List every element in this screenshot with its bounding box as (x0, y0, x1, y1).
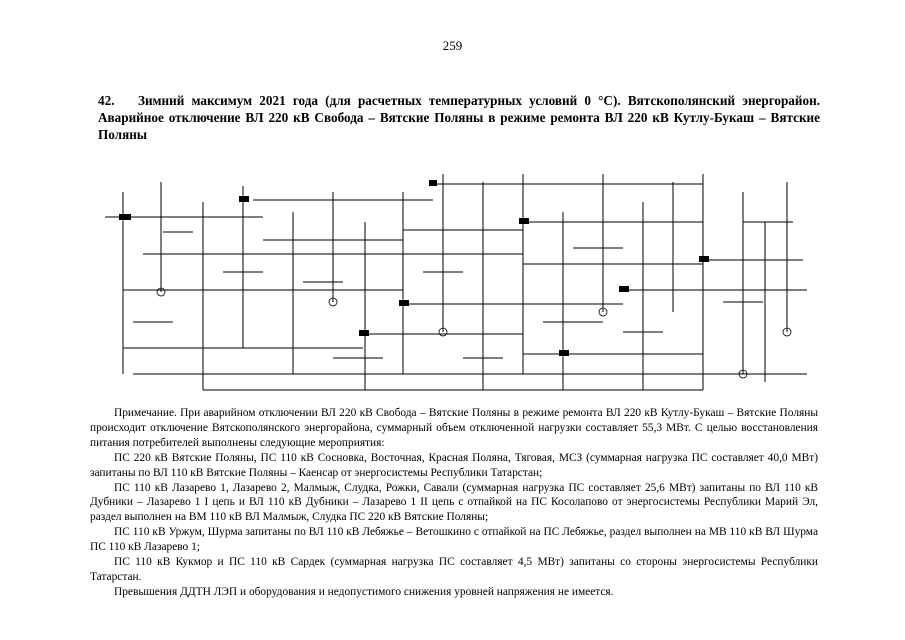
power-grid-schematic (105, 174, 807, 391)
page-number: 259 (442, 38, 463, 53)
note-paragraph: ПС 220 кВ Вятские Поляны, ПС 110 кВ Сосн… (90, 451, 818, 479)
note-paragraph: ПС 110 кВ Уржум, Шурма запитаны по ВЛ 11… (90, 526, 818, 554)
note-paragraph: Превышения ДДТН ЛЭП и оборудования и нед… (114, 585, 614, 598)
note-paragraph: ПС 110 кВ Кукмор и ПС 110 кВ Сардек (сум… (90, 556, 818, 583)
section-number: 42. (98, 93, 115, 108)
note-paragraph: ПС 110 кВ Лазарево 1, Лазарево 2, Малмыж… (90, 481, 818, 524)
note-paragraph: Примечание. При аварийном отключении ВЛ … (90, 407, 818, 449)
section-heading: 42.Зимний максимум 2021 года (для расчет… (98, 92, 820, 143)
section-title: Зимний максимум 2021 года (для расчетных… (98, 93, 820, 142)
note-block: Примечание. При аварийном отключении ВЛ … (90, 406, 818, 600)
